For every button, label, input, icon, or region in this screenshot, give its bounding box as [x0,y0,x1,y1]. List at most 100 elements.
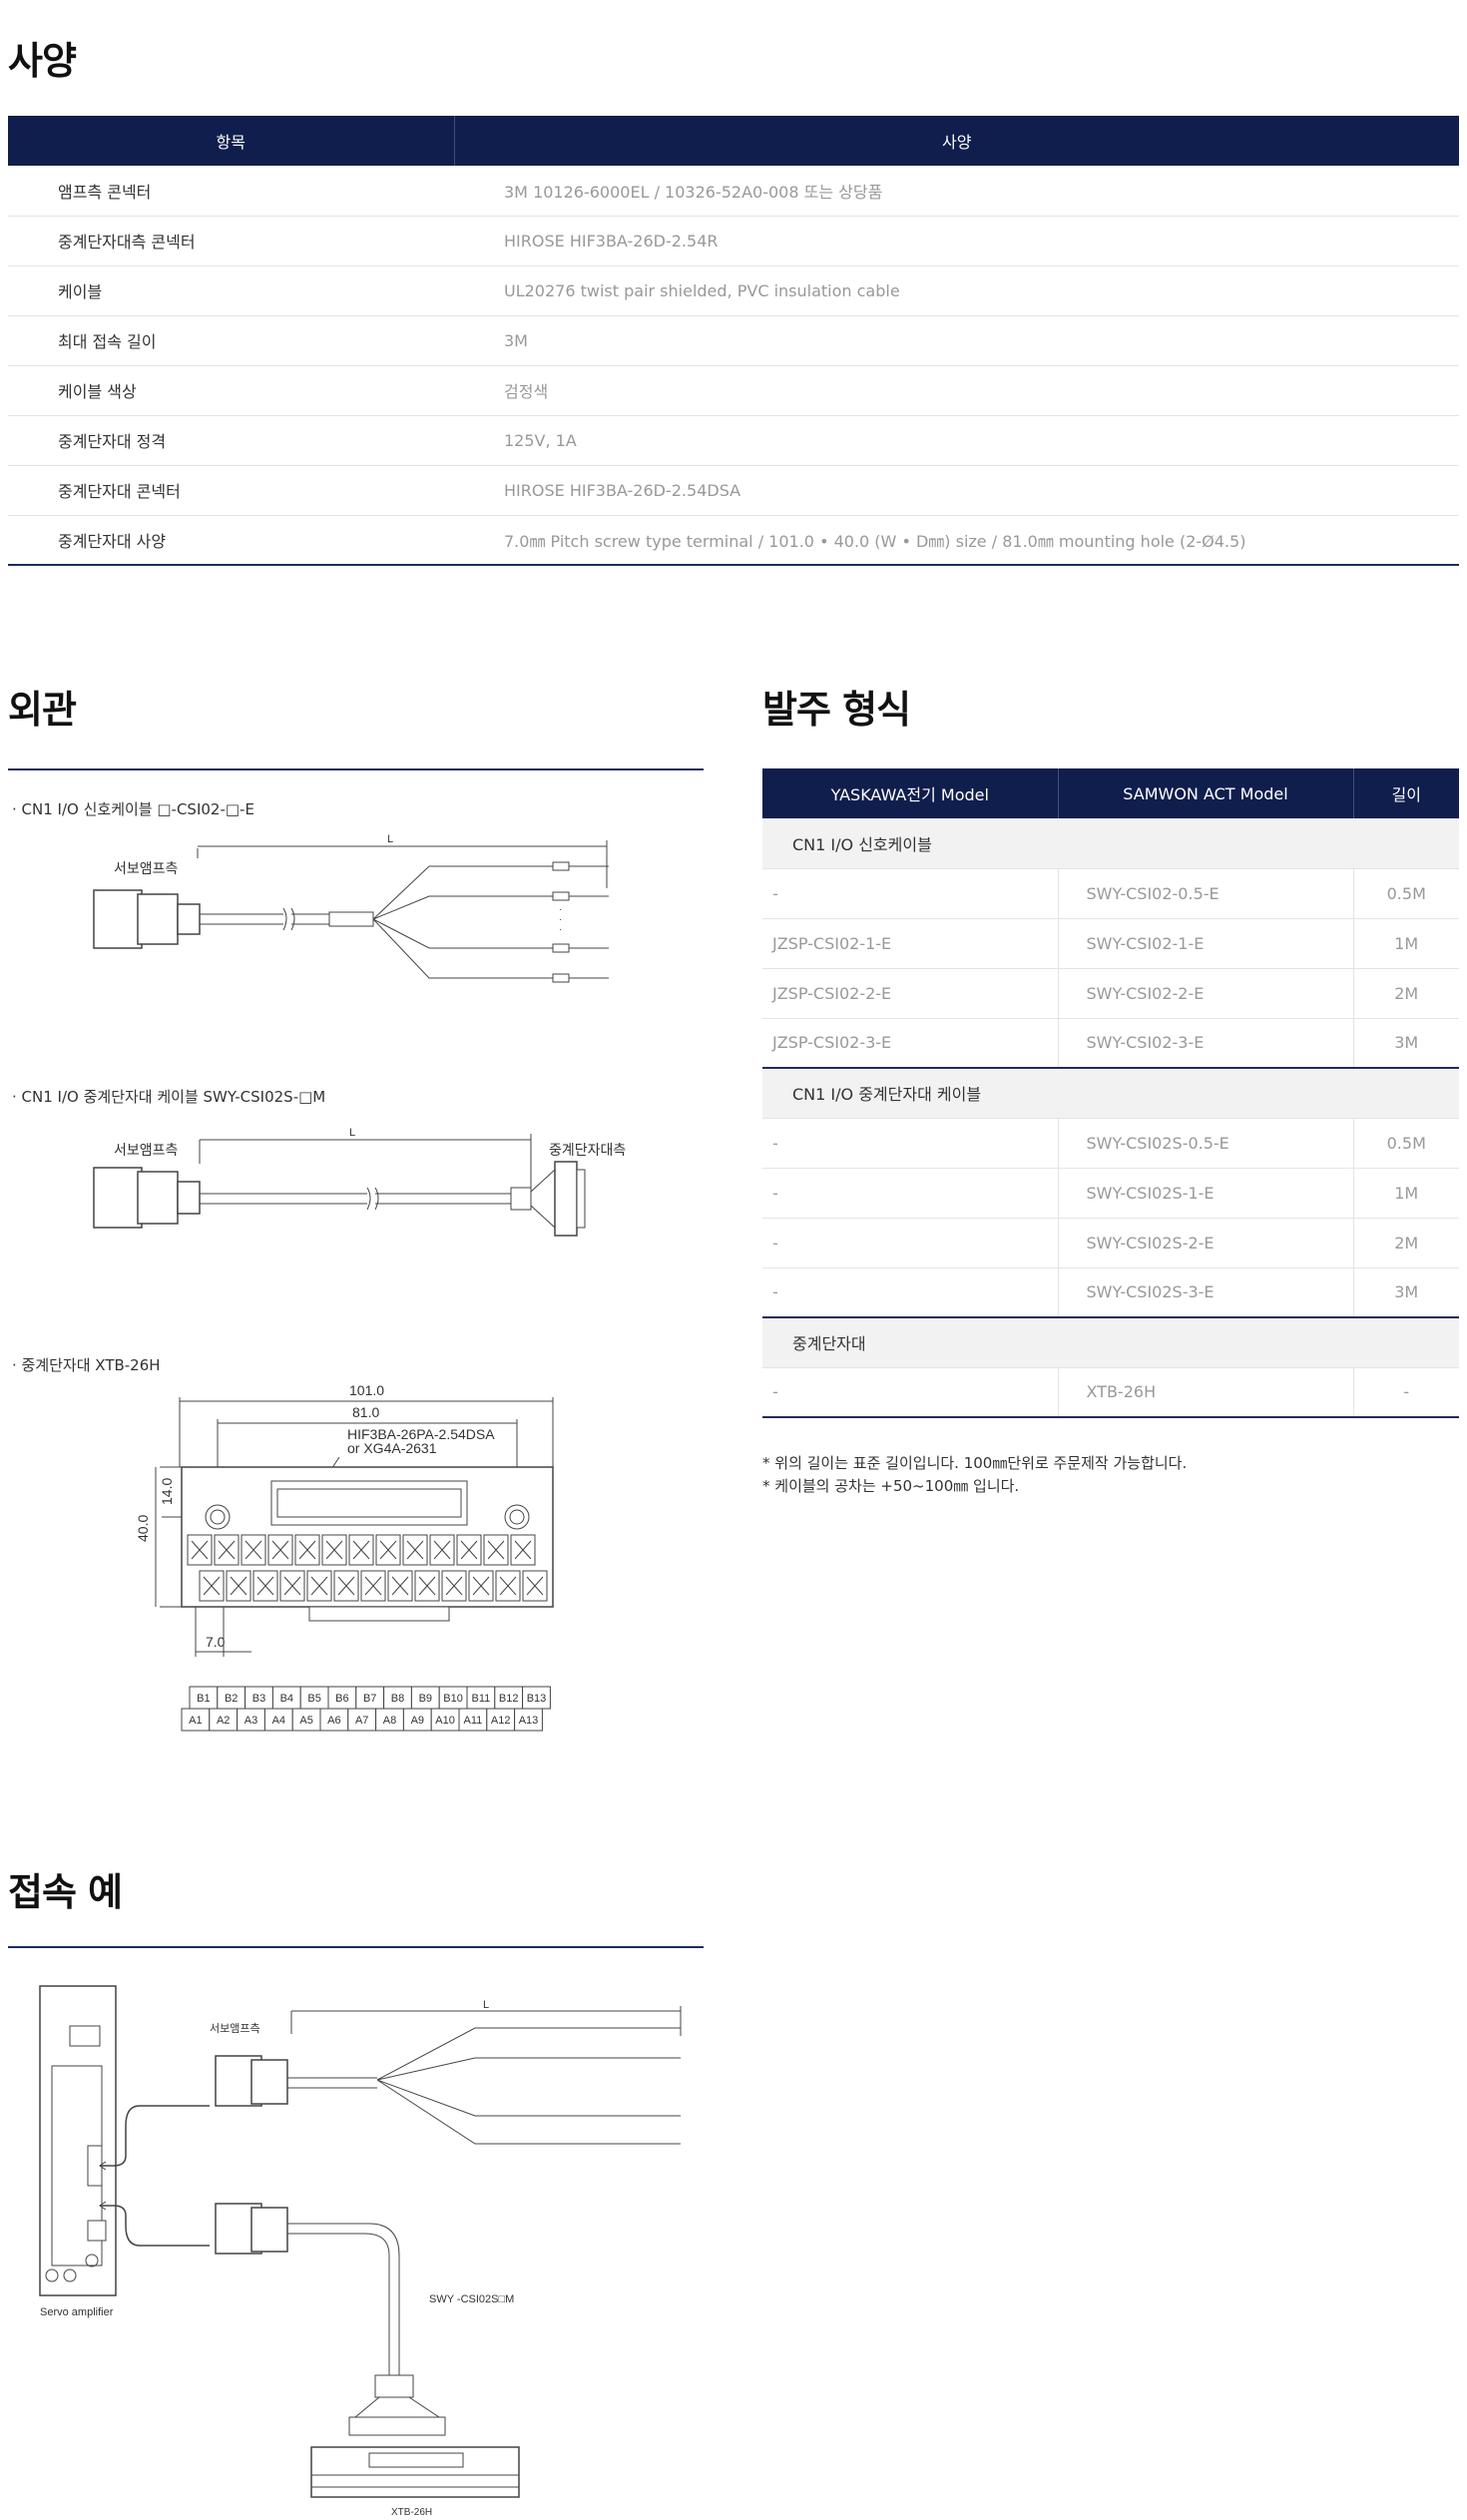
order-header-yaskawa: YASKAWA전기 Model [762,768,1059,818]
order-row: - SWY-CSI02S-2-E 2M [762,1218,1459,1268]
order-length: 3M [1352,1267,1459,1318]
spec-row-key: 최대 접속 길이 [8,315,454,366]
order-title: 발주 형식 [762,688,911,732]
order-group-name: CN1 I/O 신호케이블 [762,818,1459,869]
spec-header-spec: 사양 [454,116,1459,166]
amp-side-label: 서보앰프측 [114,860,179,876]
order-yaskawa-model: - [762,1367,1058,1418]
order-length: 2M [1352,1218,1459,1268]
spec-title: 사양 [8,39,77,83]
spec-row: 앰프측 콘넥터 3M 10126-6000EL / 10326-52A0-008… [8,166,1459,217]
order-samwon-model: SWY-CSI02S-1-E [1057,1168,1353,1219]
order-samwon-model: SWY-CSI02-2-E [1057,968,1353,1019]
svg-text:101.0: 101.0 [349,1382,384,1398]
spec-row-value: 7.0㎜ Pitch screw type terminal / 101.0 •… [454,515,1459,566]
order-group-row: CN1 I/O 중계단자대 케이블 [762,1068,1459,1119]
pin-label: A13 [519,1715,539,1727]
svg-text:L: L [349,1127,355,1139]
terminal-rows [187,1534,548,1602]
order-length: 1M [1352,918,1459,969]
spec-row: 케이블 UL20276 twist pair shielded, PVC ins… [8,265,1459,316]
order-header-length: 길이 [1353,768,1459,818]
svg-text:or XG4A-2631: or XG4A-2631 [347,1440,437,1456]
spec-row-value: 125V, 1A [454,415,1459,466]
connection-title: 접속 예 [8,1870,123,1914]
order-yaskawa-model: - [762,1118,1058,1169]
terminal-screw [414,1570,440,1602]
order-length: - [1352,1367,1459,1418]
svg-text:·: · [559,904,562,915]
pin-label: B13 [527,1693,547,1705]
spec-row: 중계단자대 콘넥터 HIROSE HIF3BA-26D-2.54DSA [8,465,1459,516]
pin-label: A11 [464,1715,483,1727]
order-yaskawa-model: JZSP-CSI02-1-E [762,918,1058,969]
connection-rule [8,1946,704,1948]
terminal-screw [495,1570,521,1602]
order-samwon-model: SWY-CSI02S-0.5-E [1057,1118,1353,1169]
spec-row-key: 케이블 색상 [8,365,454,416]
spec-row: 중계단자대측 콘넥터 HIROSE HIF3BA-26D-2.54R [8,216,1459,266]
spec-row: 케이블 색상 검정색 [8,365,1459,416]
pin-label: A7 [355,1715,368,1727]
pin-label: A6 [327,1715,340,1727]
pin-label: B3 [252,1693,265,1705]
svg-text:HIF3BA-26PA-2.54DSA: HIF3BA-26PA-2.54DSA [347,1426,495,1442]
order-samwon-model: SWY-CSI02-3-E [1057,1018,1353,1069]
order-yaskawa-model: - [762,1267,1058,1318]
svg-text:81.0: 81.0 [352,1404,379,1420]
order-yaskawa-model: JZSP-CSI02-2-E [762,968,1058,1019]
order-samwon-model: SWY-CSI02S-3-E [1057,1267,1353,1318]
appearance-item-relay-cable: · CN1 I/O 중계단자대 케이블 SWY-CSI02S-□M [12,1088,326,1106]
pin-label: B10 [443,1693,463,1705]
spec-row-value: 검정색 [454,365,1459,416]
pin-label: A1 [189,1715,202,1727]
pin-label: A10 [435,1715,455,1727]
order-samwon-model: SWY-CSI02-1-E [1057,918,1353,969]
servo-amplifier-label: Servo amplifier [40,2306,114,2318]
order-yaskawa-model: - [762,1168,1058,1219]
spec-header-item: 항목 [8,116,455,166]
pin-label: B7 [363,1693,376,1705]
order-group-name: 중계단자대 [762,1317,1459,1368]
relay-cable-drawing: 서보앰프측 중계단자대측 L [93,1127,626,1237]
spec-row-value: 3M 10126-6000EL / 10326-52A0-008 또는 상당품 [454,166,1459,217]
svg-text:40.0: 40.0 [135,1515,151,1542]
order-samwon-model: SWY-CSI02-0.5-E [1057,868,1353,919]
pin-label: A8 [383,1715,396,1727]
order-row: JZSP-CSI02-3-E SWY-CSI02-3-E 3M [762,1018,1459,1069]
terminal-screw [387,1570,413,1602]
order-samwon-model: XTB-26H [1057,1367,1353,1418]
pin-label: A9 [411,1715,424,1727]
spec-row-key: 앰프측 콘넥터 [8,166,454,217]
spec-row-key: 중계단자대측 콘넥터 [8,216,454,266]
order-note-length: * 위의 길이는 표준 길이입니다. 100㎜단위로 주문제작 가능합니다. [762,1454,1188,1472]
svg-text:·: · [559,924,562,935]
pin-label: B2 [225,1693,238,1705]
spec-row-key: 케이블 [8,265,454,316]
order-length: 3M [1352,1018,1459,1069]
order-note-tolerance: * 케이블의 공차는 +50~100㎜ 입니다. [762,1477,1020,1495]
pin-label: A2 [217,1715,230,1727]
relay-side-label: 중계단자대측 [549,1142,626,1158]
signal-cable-drawing: 서보앰프측 L · · · [93,833,609,983]
svg-text:14.0: 14.0 [159,1478,175,1505]
order-group-row: CN1 I/O 신호케이블 [762,818,1459,869]
appearance-item-signal-cable: · CN1 I/O 신호케이블 □-CSI02-□-E [12,800,254,818]
order-yaskawa-model: - [762,868,1058,919]
order-row: - SWY-CSI02-0.5-E 0.5M [762,868,1459,919]
spec-table: 항목 사양 앰프측 콘넥터 3M 10126-6000EL / 10326-52… [8,116,1459,566]
svg-text:L: L [483,1999,489,2011]
spec-row-value: UL20276 twist pair shielded, PVC insulat… [454,265,1459,316]
spec-row: 중계단자대 사양 7.0㎜ Pitch screw type terminal … [8,515,1459,566]
pin-label: A5 [299,1715,312,1727]
order-row: JZSP-CSI02-1-E SWY-CSI02-1-E 1M [762,918,1459,969]
spec-row-value: HIROSE HIF3BA-26D-2.54R [454,216,1459,266]
appearance-item-terminal: · 중계단자대 XTB-26H [12,1356,161,1374]
order-table: YASKAWA전기 Model SAMWON ACT Model 길이 CN1 … [762,768,1459,1418]
pin-label: B9 [419,1693,432,1705]
terminal-screw [375,1534,401,1566]
pin-label: B4 [280,1693,293,1705]
order-length: 1M [1352,1168,1459,1219]
connection-example-drawing: Servo amplifier 서보앰프측 L SWY -CSI02S□M XT… [39,1985,682,2518]
terminal-screw [483,1534,509,1566]
